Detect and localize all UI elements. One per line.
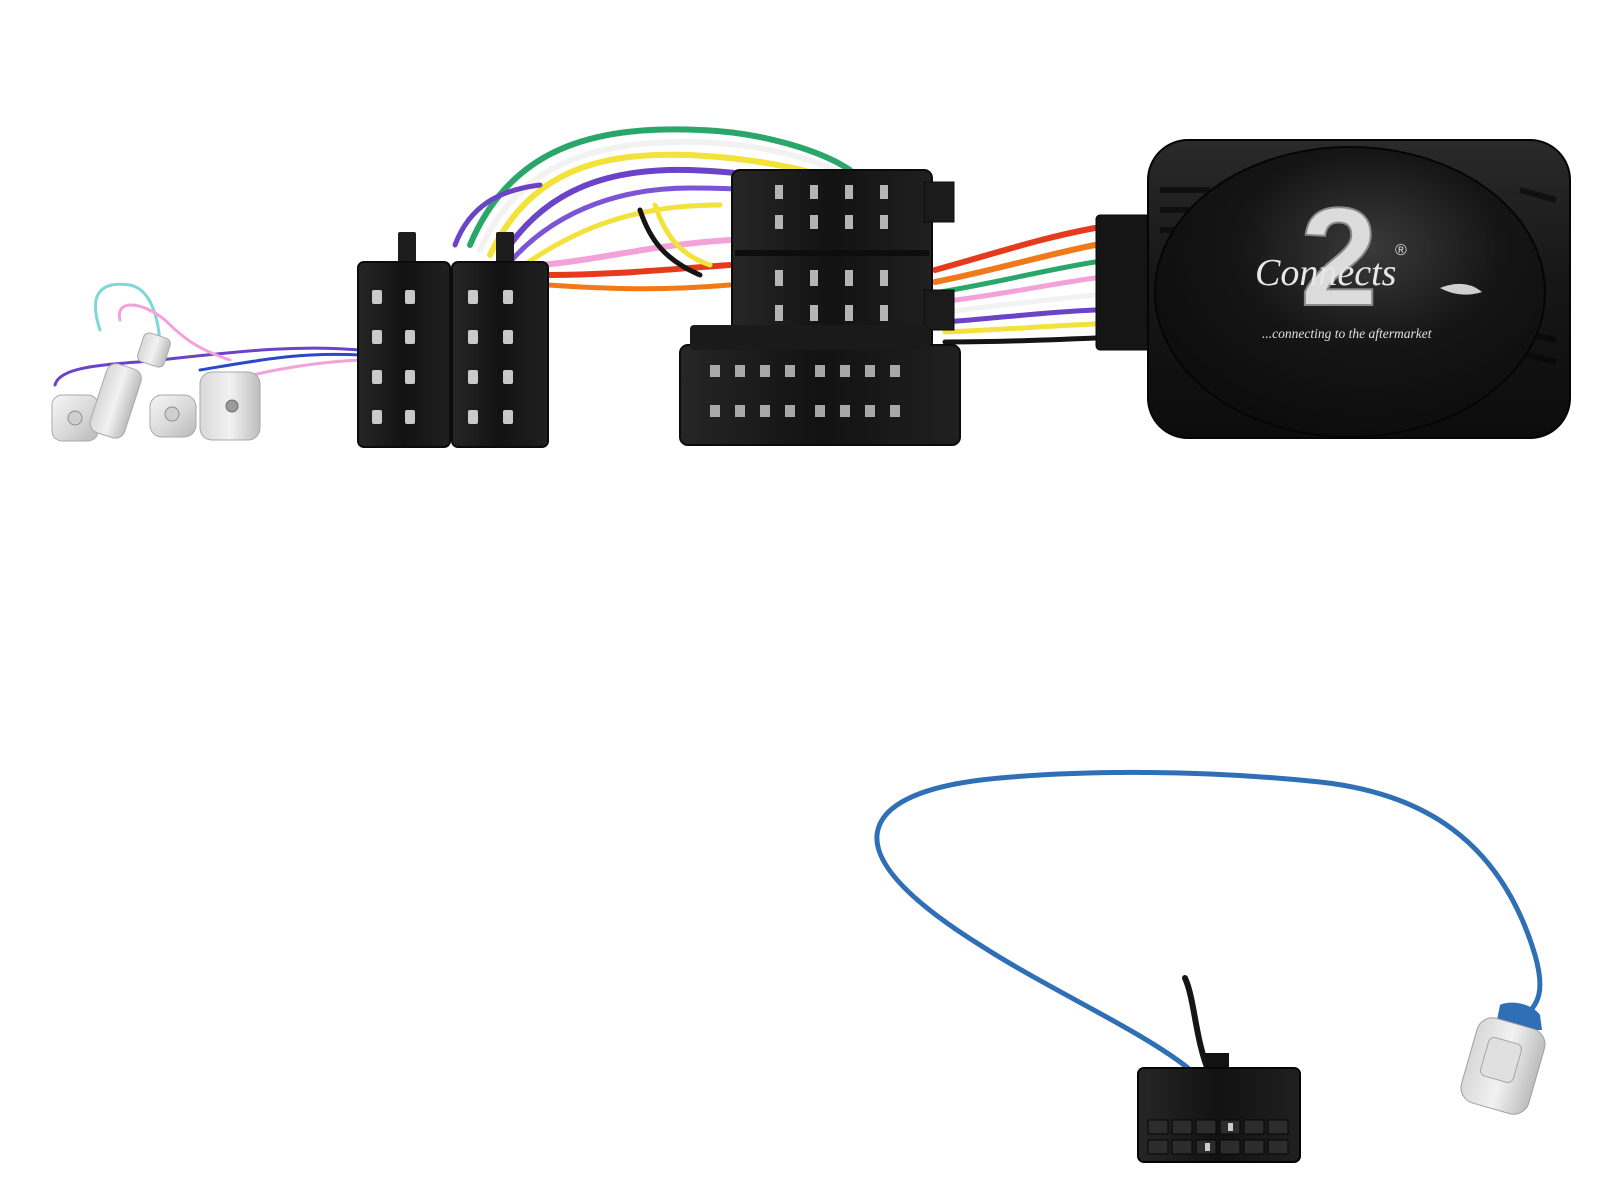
iso-connector-left bbox=[357, 232, 451, 448]
bullet-terminal bbox=[199, 371, 261, 441]
logo-registered-mark: ® bbox=[1395, 242, 1407, 259]
brand-logo: 2 ® Connects ...connecting to the afterm… bbox=[1255, 177, 1482, 341]
bullet-terminal bbox=[149, 394, 197, 438]
main-harness-connector bbox=[679, 169, 961, 446]
logo-swoosh bbox=[1440, 283, 1482, 295]
logo-tagline: ...connecting to the aftermarket bbox=[1262, 326, 1433, 341]
bullet-terminal bbox=[89, 332, 171, 439]
interface-module: 2 ® Connects ...connecting to the afterm… bbox=[1095, 139, 1571, 439]
bullet-plug bbox=[1460, 1002, 1546, 1115]
logo-disc bbox=[1154, 146, 1546, 438]
wire-bundle bbox=[53, 126, 1098, 387]
bullet-terminal bbox=[51, 394, 99, 442]
patch-lead bbox=[874, 769, 1546, 1163]
bullet-terminals bbox=[51, 332, 261, 442]
logo-digit: 2 bbox=[1300, 178, 1378, 335]
multi-pin-plug bbox=[1137, 1053, 1301, 1163]
blue-lead-wire bbox=[874, 769, 1543, 1071]
iso-connector-right bbox=[451, 232, 549, 448]
logo-brand-word: Connects bbox=[1255, 252, 1396, 294]
